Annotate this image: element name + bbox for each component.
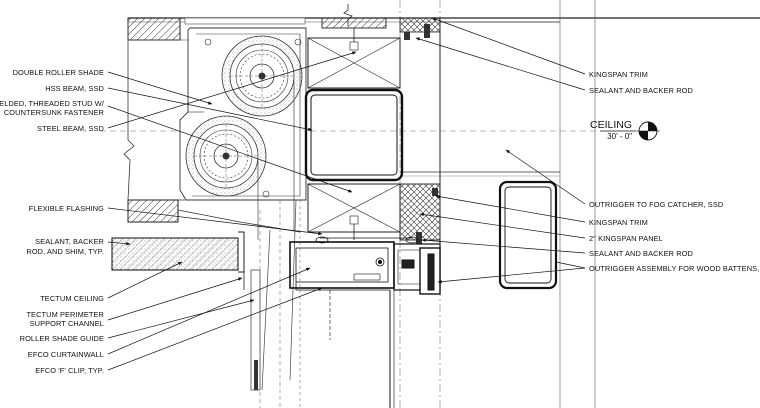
- right-slab-edge: [400, 21, 560, 177]
- label-double-roller-shade: DOUBLE ROLLER SHADE: [13, 68, 104, 77]
- lower-roller-tube: [185, 115, 267, 197]
- level-elevation: 30' - 0": [607, 132, 632, 141]
- break-lines: [123, 0, 596, 408]
- label-roller-shade-guide: ROLLER SHADE GUIDE: [20, 334, 104, 343]
- right-annotations: KINGSPAN TRIM SEALANT AND BACKER ROD OUT…: [589, 70, 760, 273]
- upper-roller-tube: [221, 35, 303, 117]
- ceiling-level-marker: CEILING 30' - 0": [590, 119, 660, 141]
- label-sealant-backer-lower: SEALANT AND BACKER ROD: [589, 249, 693, 258]
- hss-beam: [304, 88, 404, 182]
- left-annotations: DOUBLE ROLLER SHADE HSS BEAM, SSD WELDED…: [0, 68, 105, 375]
- roller-shade-guide: [250, 269, 261, 391]
- upper-steel-block: [307, 28, 401, 89]
- label-tectum-ceiling: TECTUM CEILING: [40, 294, 104, 303]
- label-kingspan-trim-top: KINGSPAN TRIM: [589, 70, 648, 79]
- label-steel-beam: STEEL BEAM, SSD: [37, 124, 104, 133]
- label-kingspan-panel: 2" KINGSPAN PANEL: [589, 234, 663, 243]
- label-sealant-backer-line2: ROD, AND SHIM, TYP.: [26, 247, 104, 256]
- label-efco-curtainwall: EFCO CURTAINWALL: [28, 350, 104, 359]
- label-outrigger-fog-catcher: OUTRIGGER TO FOG CATCHER, SSD: [589, 200, 723, 209]
- level-name: CEILING: [590, 119, 632, 131]
- label-outrigger-wood-battens: OUTRIGGER ASSEMBLY FOR WOOD BATTENS, SSD: [589, 264, 760, 273]
- lower-steel-block: [307, 183, 401, 240]
- label-tectum-perimeter-line1: TECTUM PERIMETER: [26, 310, 104, 319]
- label-tectum-perimeter-line2: SUPPORT CHANNEL: [30, 319, 104, 328]
- top-slab: [127, 17, 760, 41]
- leader-lines: [107, 17, 586, 371]
- shade-fabric: [257, 80, 297, 391]
- kingspan-panel: [399, 17, 441, 250]
- flexible-flashing: [127, 199, 301, 233]
- efco-curtainwall: [289, 236, 441, 408]
- tectum-ceiling: [111, 231, 245, 290]
- label-hss-beam: HSS BEAM, SSD: [45, 84, 104, 93]
- label-kingspan-trim-lower: KINGSPAN TRIM: [589, 218, 648, 227]
- outrigger-hss: [498, 180, 558, 290]
- label-flexible-flashing: FLEXIBLE FLASHING: [29, 204, 104, 213]
- label-welded-stud-line1: WELDED, THREADED STUD W/: [0, 99, 105, 108]
- label-welded-stud-line2: COUNTERSUNK FASTENER: [4, 108, 104, 117]
- label-efco-f-clip: EFCO 'F' CLIP, TYP.: [35, 366, 104, 375]
- label-sealant-backer-line1: SEALANT, BACKER: [35, 237, 104, 246]
- label-sealant-backer-top: SEALANT AND BACKER ROD: [589, 86, 693, 95]
